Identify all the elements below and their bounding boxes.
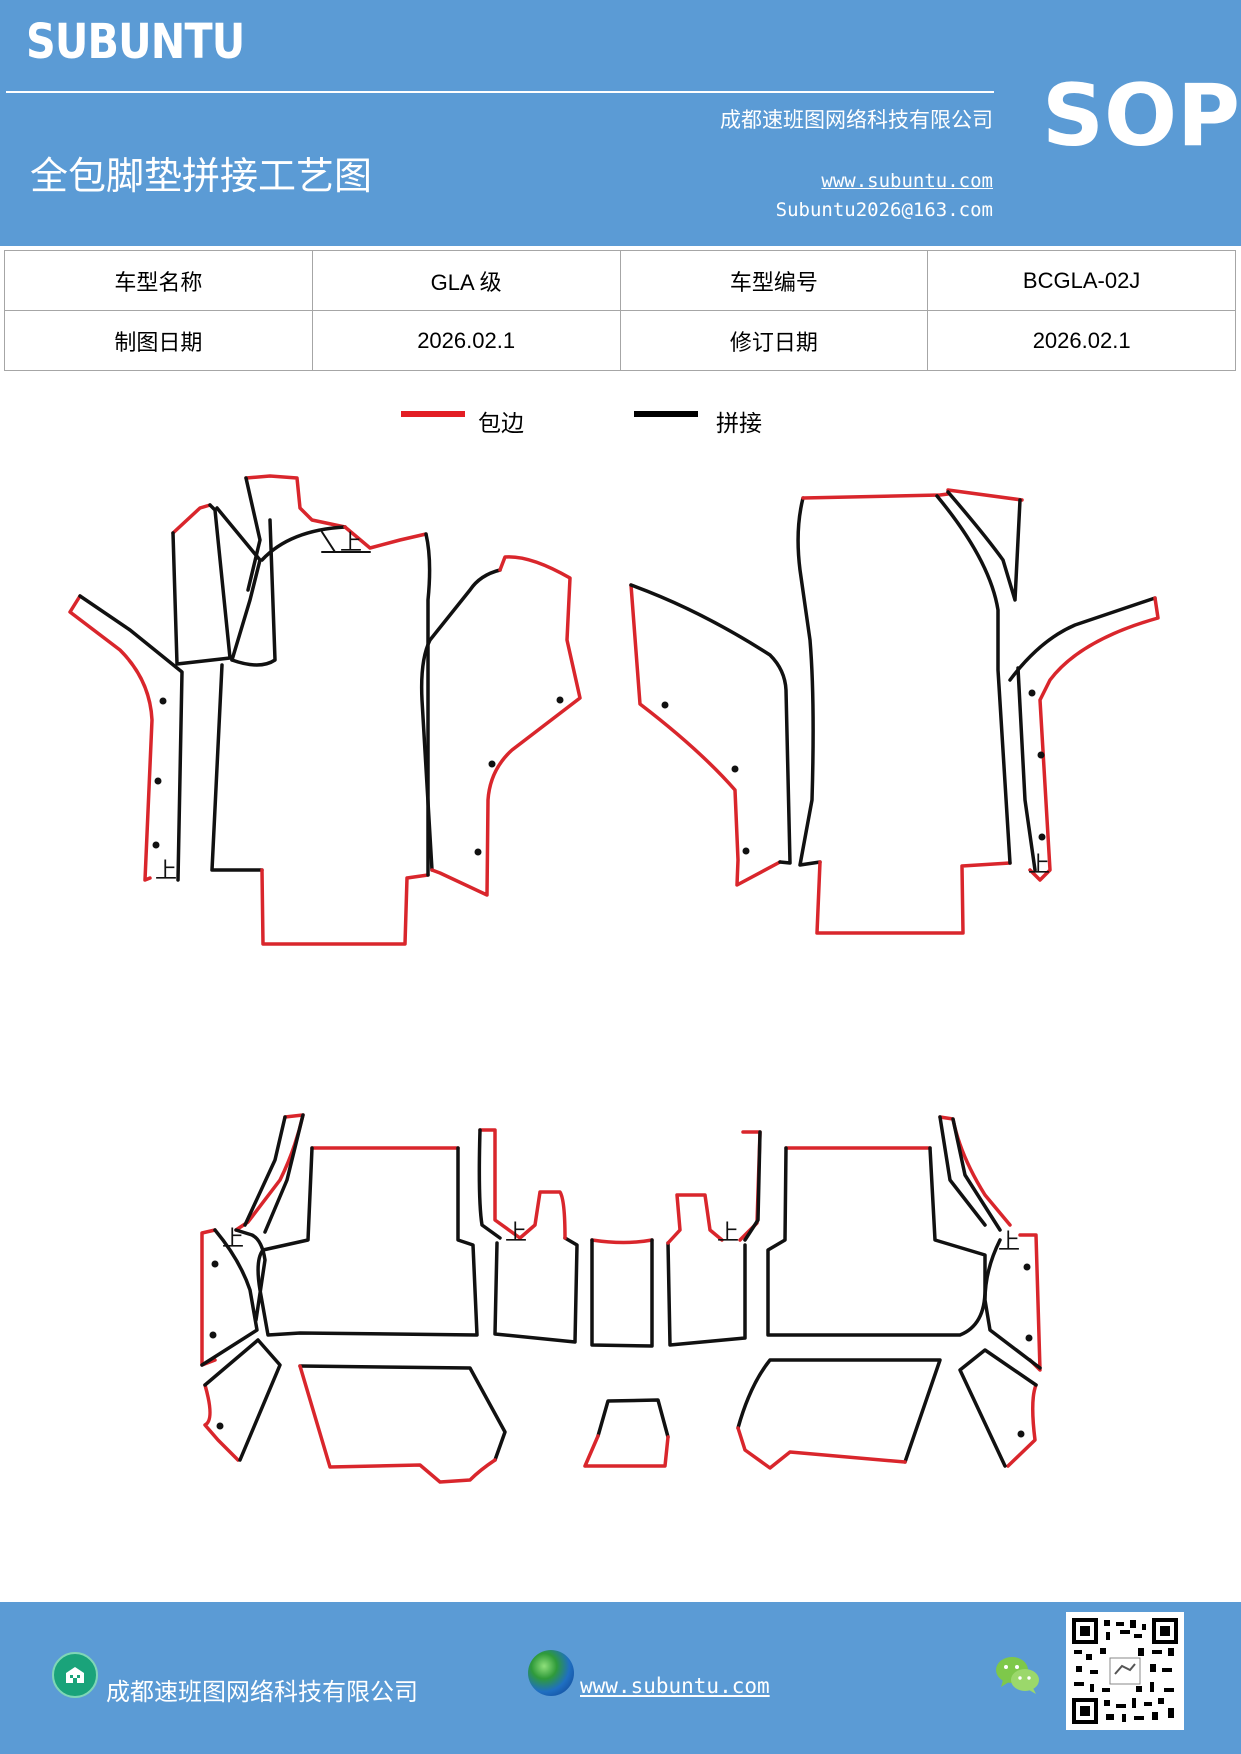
legend: 包边 拼接 — [0, 404, 1241, 437]
legend-label-seam: 拼接 — [716, 411, 762, 437]
table-row: 制图日期 2026.02.1 修订日期 2026.02.1 — [4, 310, 1236, 371]
email-address: Subuntu2026@163.com — [775, 199, 993, 221]
orientation-marker: 上 — [505, 1221, 527, 1246]
floor-mat-diagram: 上 上 上 — [68, 474, 1160, 1484]
company-icon — [52, 1652, 98, 1698]
vehicle-info-table: 车型名称 GLA 级 车型编号 BCGLA-02J 制图日期 2026.02.1… — [4, 250, 1236, 371]
front-left-mat: 上 上 — [68, 474, 582, 946]
revision-date-value: 2026.02.1 — [927, 310, 1236, 371]
footer-banner: 成都速班图网络科技有限公司 www.subuntu.com — [0, 1602, 1241, 1754]
orientation-marker: 上 — [340, 531, 362, 556]
model-code-value: BCGLA-02J — [927, 250, 1236, 311]
header-banner: SUBUNTU 成都速班图网络科技有限公司 全包脚垫拼接工艺图 www.subu… — [0, 0, 1241, 246]
rear-mats: 上 上 上 上 — [200, 1113, 1042, 1484]
rivet-dots — [209, 1260, 1033, 1438]
rivet-dots — [661, 689, 1046, 855]
model-name-label: 车型名称 — [4, 250, 313, 311]
model-name-value: GLA 级 — [311, 250, 621, 311]
table-row: 车型名称 GLA 级 车型编号 BCGLA-02J — [4, 250, 1236, 311]
sop-label: SOP — [1042, 66, 1241, 166]
orientation-marker: 上 — [998, 1230, 1020, 1255]
orientation-marker: 上 — [155, 859, 177, 884]
brand-logo: SUBUNTU — [26, 14, 245, 70]
header-divider — [6, 91, 994, 93]
wechat-icon[interactable] — [995, 1654, 1041, 1700]
revision-date-label: 修订日期 — [619, 310, 929, 371]
drawing-date-label: 制图日期 — [4, 310, 313, 371]
company-name: 成都速班图网络科技有限公司 — [720, 108, 993, 132]
rivet-dots — [152, 696, 564, 856]
orientation-marker: 上 — [1028, 853, 1050, 878]
footer-website-link[interactable]: www.subuntu.com — [580, 1674, 770, 1698]
globe-icon — [528, 1650, 574, 1696]
legend-swatch-edge — [401, 411, 465, 417]
drawing-date-value: 2026.02.1 — [311, 310, 621, 371]
front-right-mat: 上 — [629, 488, 1160, 935]
model-code-label: 车型编号 — [619, 250, 929, 311]
qr-code — [1066, 1612, 1184, 1730]
website-link[interactable]: www.subuntu.com — [821, 170, 993, 192]
document-title: 全包脚垫拼接工艺图 — [30, 154, 373, 198]
orientation-marker: 上 — [717, 1221, 739, 1246]
orientation-marker: 上 — [222, 1227, 244, 1252]
legend-label-edge: 包边 — [478, 411, 524, 437]
legend-swatch-seam — [634, 411, 698, 417]
footer-company-name: 成都速班图网络科技有限公司 — [106, 1678, 418, 1706]
